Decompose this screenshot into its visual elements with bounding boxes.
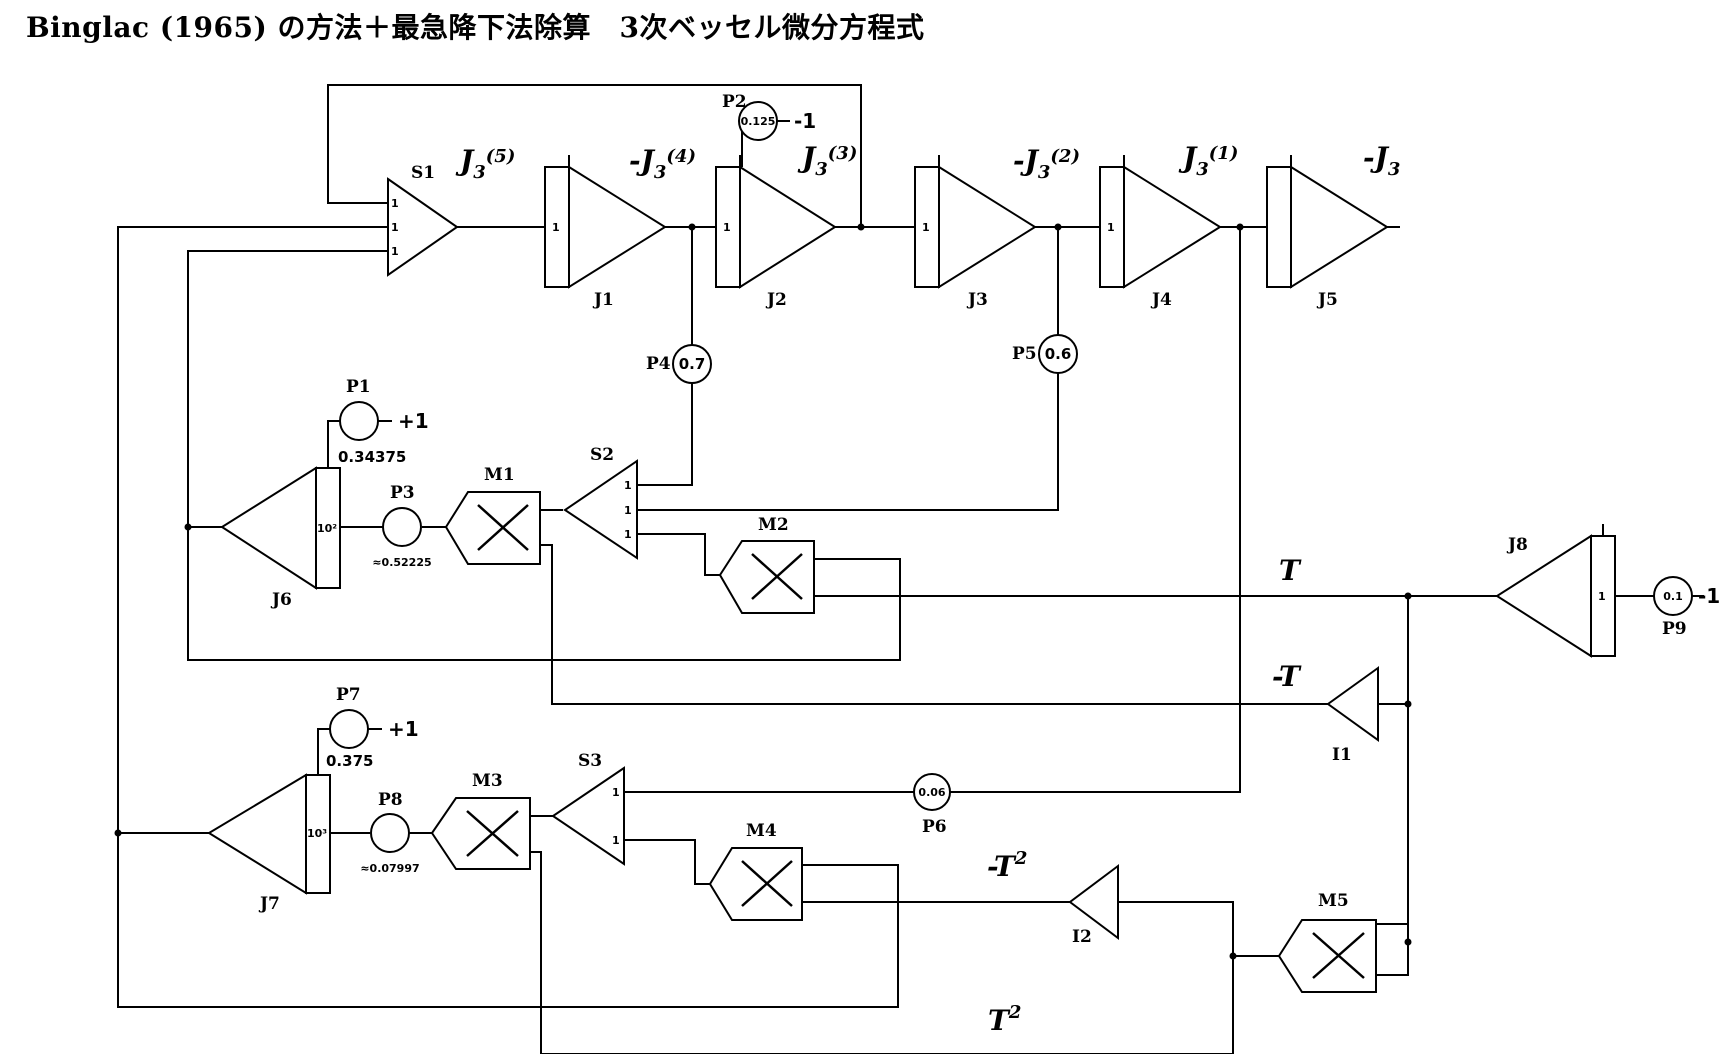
integrator-J8: 1 J8: [1495, 524, 1616, 658]
svg-text:J6: J6: [270, 590, 292, 610]
inverter-I1: I1: [1326, 666, 1379, 765]
pot-P1: P1 +1 0.34375: [338, 377, 429, 466]
svg-text:I1: I1: [1332, 745, 1352, 765]
multiplier-M1: M1: [444, 465, 541, 565]
junction-dots: [114, 223, 1412, 960]
svg-text:+1: +1: [388, 717, 419, 741]
svg-text:P6: P6: [922, 817, 947, 837]
svg-text:≈0.52225: ≈0.52225: [372, 556, 431, 569]
svg-text:0.375: 0.375: [326, 752, 373, 770]
signal-T: T: [1279, 554, 1302, 587]
svg-text:J5: J5: [1316, 290, 1338, 310]
svg-text:J3: J3: [966, 290, 988, 310]
signal-minus-J3: -J3: [1363, 141, 1400, 180]
svg-text:1: 1: [391, 245, 399, 258]
integrator-J5: J5: [1266, 155, 1389, 310]
svg-text:1: 1: [612, 834, 620, 847]
integrator-J4: 1 J4: [1099, 155, 1222, 310]
svg-text:0.34375: 0.34375: [338, 448, 406, 466]
pot-P2: 0.125 P2 -1: [722, 92, 816, 141]
pot-P8: P8 ≈0.07997: [360, 790, 419, 875]
svg-text:1: 1: [391, 221, 399, 234]
integrator-J1: 1 J1: [544, 155, 667, 310]
svg-text:P4: P4: [646, 354, 671, 374]
pot-P4: 0.7 P4: [646, 344, 712, 384]
svg-text:1: 1: [391, 197, 399, 210]
svg-text:S2: S2: [590, 445, 614, 465]
svg-text:0.7: 0.7: [679, 355, 706, 373]
svg-text:P8: P8: [378, 790, 403, 810]
pot-P5: 0.6 P5: [1012, 334, 1078, 374]
svg-text:J7: J7: [258, 894, 280, 914]
svg-text:M3: M3: [472, 771, 503, 791]
summer-S3: 1 1 S3: [551, 751, 625, 866]
svg-text:≈0.07997: ≈0.07997: [360, 862, 419, 875]
inverter-I2: I2: [1068, 864, 1119, 947]
integrator-J2: 1 J2: [715, 155, 837, 310]
svg-text:1: 1: [612, 786, 620, 799]
svg-text:J4: J4: [1150, 290, 1172, 310]
page-title: Binglac (1965) の方法＋最急降下法除算 3次ベッセル微分方程式: [26, 11, 925, 44]
summer-S2: 1 1 1 S2: [563, 445, 638, 560]
signal-J3-5: J3(5): [455, 144, 515, 183]
svg-text:-1: -1: [1698, 584, 1720, 608]
svg-text:10³: 10³: [307, 827, 327, 840]
signal-minus-J3-2: -J3(2): [1013, 144, 1080, 183]
svg-text:P7: P7: [336, 685, 361, 705]
svg-text:1: 1: [624, 528, 632, 541]
multiplier-M3: M3: [430, 771, 531, 870]
multiplier-M4: M4: [708, 821, 803, 921]
signal-minus-J3-4: -J3(4): [629, 144, 696, 183]
svg-text:1: 1: [624, 504, 632, 517]
svg-text:P9: P9: [1662, 619, 1687, 639]
svg-text:M4: M4: [746, 821, 777, 841]
svg-text:P2: P2: [722, 92, 747, 112]
signal-J3-1: J3(1): [1178, 141, 1238, 180]
svg-text:1: 1: [922, 221, 930, 234]
signal-minus-T: -T: [1272, 660, 1302, 693]
integrator-J7: 10³ J7: [207, 773, 331, 914]
svg-text:J2: J2: [765, 290, 787, 310]
svg-text:P5: P5: [1012, 344, 1037, 364]
integrator-J6: 10² J6: [220, 466, 341, 610]
svg-text:1: 1: [1107, 221, 1115, 234]
svg-text:J1: J1: [592, 290, 614, 310]
svg-text:I2: I2: [1072, 927, 1092, 947]
svg-text:S1: S1: [411, 163, 435, 183]
pot-P7: P7 +1 0.375: [326, 685, 419, 770]
signal-labels: J3(5) -J3(4) J3(3) -J3(2) J3(1) -J3 T -T…: [455, 141, 1400, 1037]
svg-text:1: 1: [624, 479, 632, 492]
svg-text:M5: M5: [1318, 891, 1349, 911]
svg-text:M1: M1: [484, 465, 515, 485]
svg-text:0.06: 0.06: [918, 786, 945, 799]
svg-text:1: 1: [1598, 590, 1606, 603]
svg-text:1: 1: [552, 221, 560, 234]
svg-text:1: 1: [723, 221, 731, 234]
integrator-J3: 1 J3: [914, 155, 1037, 310]
multiplier-M5: M5: [1277, 891, 1377, 993]
svg-text:M2: M2: [758, 515, 789, 535]
signal-J3-3: J3(3): [797, 141, 857, 180]
wires: [117, 84, 1704, 1054]
pot-P9: 0.1 P9 -1: [1653, 576, 1720, 639]
svg-text:0.6: 0.6: [1045, 345, 1072, 363]
signal-T2: T2: [988, 1002, 1021, 1037]
multiplier-M2: M2: [718, 515, 815, 614]
svg-text:J8: J8: [1506, 535, 1528, 555]
svg-text:S3: S3: [578, 751, 602, 771]
svg-text:10²: 10²: [317, 522, 337, 535]
svg-text:0.1: 0.1: [1663, 590, 1683, 603]
summer-S1: 1 1 1 S1: [387, 163, 459, 277]
svg-text:0.125: 0.125: [741, 115, 776, 128]
svg-text:-1: -1: [794, 109, 816, 133]
svg-text:P3: P3: [390, 483, 415, 503]
pot-P3: P3 ≈0.52225: [372, 483, 431, 569]
signal-minus-T2: -T2: [987, 848, 1027, 883]
svg-text:+1: +1: [398, 409, 429, 433]
svg-text:P1: P1: [346, 377, 371, 397]
pot-P6: 0.06 P6: [913, 773, 951, 837]
